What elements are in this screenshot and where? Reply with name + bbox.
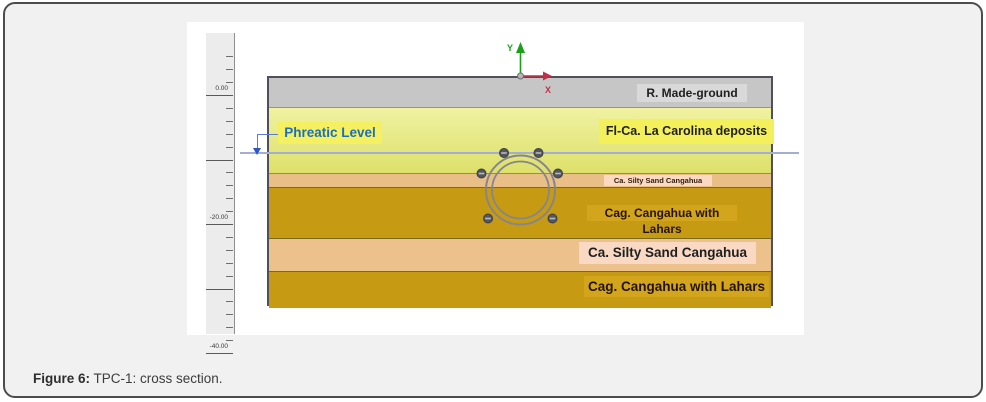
figure-caption-text: TPC-1: cross section. <box>90 371 223 386</box>
figure-caption-label: Figure 6: <box>33 371 91 386</box>
axes-origin-icon: Y X <box>507 42 552 95</box>
y-axis-label: Y <box>507 43 513 53</box>
phreatic-leader-line <box>257 134 279 135</box>
label-silty-sand-cangahua-upper: Ca. Silty Sand Cangahua <box>604 175 712 186</box>
ruler-tick <box>226 198 233 200</box>
ruler-tick <box>226 82 233 84</box>
phreatic-marker-icon <box>253 148 261 155</box>
ruler-tick <box>206 159 233 161</box>
label-silty-sand-cangahua-lower: Ca. Silty Sand Cangahua <box>579 242 756 264</box>
ruler-tick <box>206 288 233 290</box>
x-axis-label: X <box>545 85 551 95</box>
vertical-ruler: 0.00 -20.00 -40.00 <box>206 33 235 354</box>
ruler-tick <box>206 95 233 96</box>
ruler-tick <box>226 236 233 238</box>
figure-card: 0.00 -20.00 -40.00 R. Made-ground Fl-Ca. L… <box>3 2 983 398</box>
tunnel[interactable] <box>472 142 572 242</box>
origin-node-icon <box>517 72 524 80</box>
ruler-tick <box>226 146 233 148</box>
ruler-tick <box>206 353 233 354</box>
ruler-tick <box>226 69 233 71</box>
model-viewport: 0.00 -20.00 -40.00 R. Made-ground Fl-Ca. L… <box>187 22 804 354</box>
label-la-carolina-deposits: Fl-Ca. La Carolina deposits <box>599 119 774 144</box>
ruler-label: 0.00 <box>215 85 228 92</box>
ruler-tick <box>206 224 233 225</box>
ruler-label: -20.00 <box>209 214 228 221</box>
ruler-tick <box>226 211 233 213</box>
ruler-tick <box>226 185 233 187</box>
label-cangahua-lahars-upper: Cag. Cangahua with Lahars <box>587 205 737 236</box>
ruler-tick <box>226 249 233 251</box>
ruler-tick <box>226 340 233 342</box>
y-axis-arrowhead-icon <box>516 42 525 53</box>
figure-caption: Figure 6: TPC-1: cross section. <box>33 371 223 386</box>
ruler-tick <box>226 172 233 174</box>
phreatic-leader-line <box>257 134 258 149</box>
tunnel-outer-ring <box>485 154 556 226</box>
ruler-tick <box>226 107 233 109</box>
tunnel-inner-ring <box>491 160 550 220</box>
ruler-tick <box>226 301 233 303</box>
label-made-ground: R. Made-ground <box>637 84 747 102</box>
ruler-tick <box>226 262 233 264</box>
ruler-tick <box>226 133 233 135</box>
ruler-tick <box>226 314 233 316</box>
phreatic-level-line <box>240 152 799 154</box>
ruler-tick <box>226 120 233 122</box>
label-cangahua-lahars-lower: Cag. Cangahua with Lahars <box>584 276 769 297</box>
phreatic-level-label: Phreatic Level <box>278 122 382 144</box>
ruler-tick <box>226 327 233 329</box>
ruler-tick <box>226 275 233 277</box>
x-axis-arrowhead-icon <box>543 71 552 81</box>
ruler-tick <box>226 56 233 58</box>
ruler-label: -40.00 <box>209 343 228 350</box>
